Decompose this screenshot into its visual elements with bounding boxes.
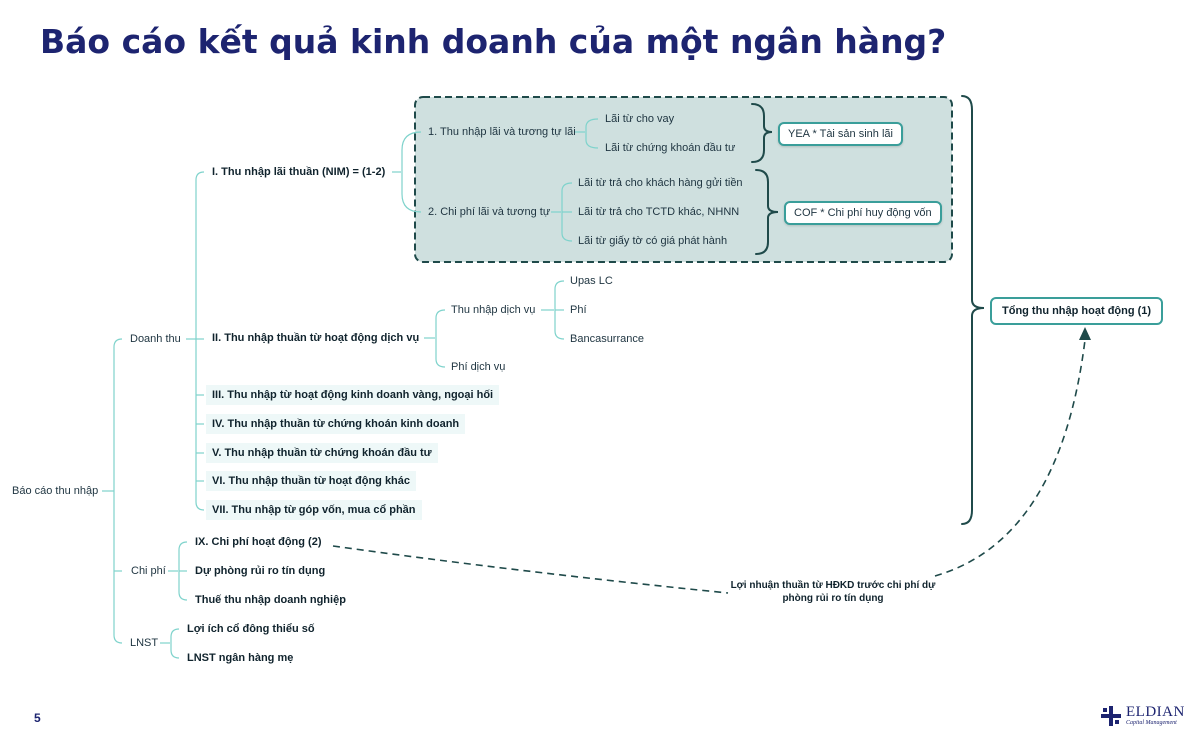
nim-node: I. Thu nhập lãi thuần (NIM) = (1-2) [212, 166, 386, 178]
interest-income-item: Lãi từ cho vay [605, 113, 675, 125]
revenue-node: Doanh thu [130, 333, 181, 345]
service-income-sub-node: Thu nhập dịch vụ [451, 304, 536, 316]
service-income-item: Bancasurrance [570, 333, 644, 345]
other-income-item: III. Thu nhập từ hoạt động kinh doanh và… [206, 385, 500, 405]
other-income-item: VI. Thu nhập thuần từ hoạt động khác [206, 471, 417, 491]
page-number: 5 [34, 711, 41, 725]
root-node: Báo cáo thu nhập [12, 485, 99, 497]
interest-income-item: Lãi từ chứng khoán đầu tư [605, 142, 736, 154]
interest-expense-item: Lãi từ trả cho khách hàng gửi tiền [578, 177, 743, 189]
expense-item: Dự phòng rủi ro tín dụng [195, 565, 326, 577]
service-income-item: Upas LC [570, 275, 613, 287]
net-profit-item: Lợi ích cổ đông thiểu số [187, 623, 315, 635]
pre-provision-profit-label: Lợi nhuận thuần từ HĐKD trước chi phí dự… [730, 580, 936, 604]
interest-expense-item: Lãi từ giấy tờ có giá phát hành [578, 235, 728, 247]
service-income-node: II. Thu nhập thuần từ hoạt động dịch vụ [212, 332, 420, 344]
interest-income-node: 1. Thu nhập lãi và tương tự lãi [428, 126, 576, 138]
other-income-item: IV. Thu nhập thuần từ chứng khoán kinh d… [206, 414, 466, 434]
arrow-head-icon [1079, 327, 1091, 340]
expense-item: Thuế thu nhập doanh nghiệp [195, 594, 346, 606]
yea-formula-box: YEA * Tài sản sinh lãi [778, 122, 903, 146]
net-profit-item: LNST ngân hàng mẹ [187, 652, 294, 664]
interest-expense-node: 2. Chi phí lãi và tương tự [428, 206, 551, 218]
expense-item: IX. Chi phí hoạt động (2) [195, 536, 322, 548]
other-income-item: VII. Thu nhập từ góp vốn, mua cổ phần [206, 500, 422, 520]
cof-formula-box: COF * Chi phí huy động vốn [784, 201, 942, 225]
page-title: Báo cáo kết quả kinh doanh của một ngân … [40, 22, 947, 61]
eldian-logo: ELDIAN Capital Management [1100, 705, 1185, 727]
eldian-logo-icon [1101, 706, 1121, 726]
logo-name: ELDIAN [1126, 704, 1185, 720]
service-income-item: Phí [570, 304, 587, 316]
service-fee-node: Phí dịch vụ [451, 361, 506, 373]
expenses-node: Chi phí [131, 565, 166, 577]
logo-subtitle: Capital Management [1126, 720, 1177, 726]
net-profit-node: LNST [130, 637, 159, 649]
total-operating-income-box: Tổng thu nhập hoạt động (1) [990, 297, 1164, 325]
interest-expense-item: Lãi từ trả cho TCTD khác, NHNN [578, 206, 740, 218]
other-income-item: V. Thu nhập thuần từ chứng khoán đầu tư [206, 443, 438, 463]
